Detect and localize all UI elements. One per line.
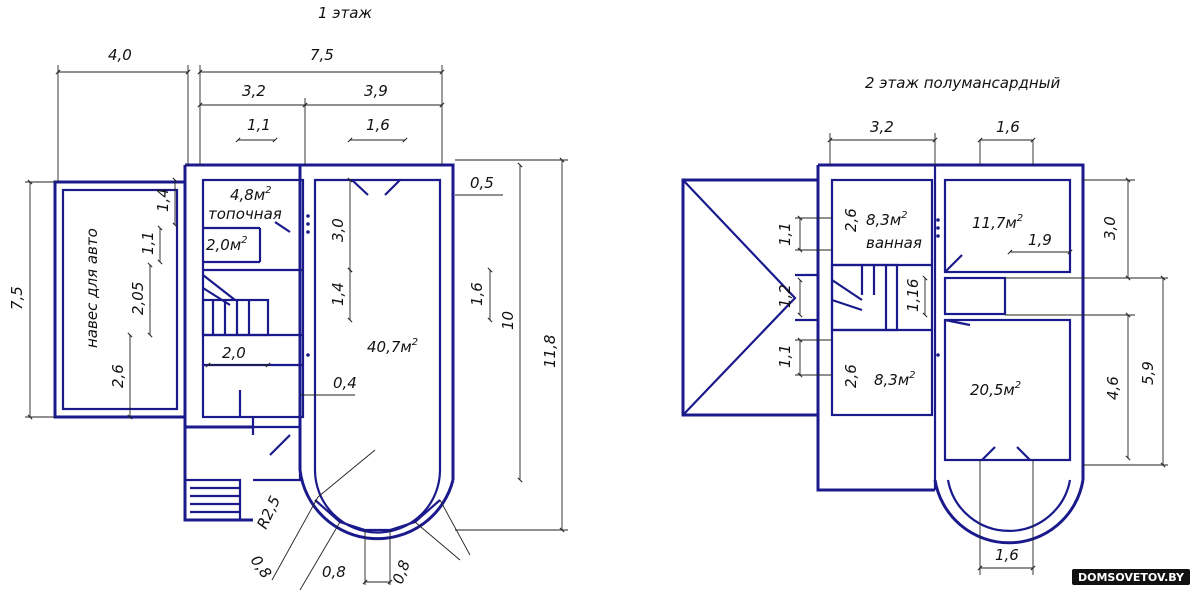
- dim-10: 10: [499, 311, 517, 330]
- bath-name: ванная: [866, 234, 922, 252]
- bath-area: 8,3м2: [866, 210, 908, 229]
- dim2-1-9: 1,9: [1028, 231, 1052, 249]
- pantry-area: 4,8м2: [230, 185, 272, 204]
- room3-area: 11,7м2: [972, 213, 1023, 232]
- dim2-1-1-b: 1,1: [776, 344, 794, 368]
- dim2-5-9: 5,9: [1139, 361, 1157, 385]
- dim-1-6-right: 1,6: [468, 282, 486, 306]
- dim-r2-5: R2,5: [253, 493, 284, 532]
- dim-2-6: 2,6: [109, 364, 127, 388]
- dim-2-0: 2,0: [222, 344, 246, 362]
- dim2-2-6-a: 2,6: [842, 208, 860, 232]
- dim-0-8-a: 0,8: [247, 552, 275, 582]
- dim2-1-6-bottom: 1,6: [995, 546, 1019, 564]
- floor1-title: 1 этаж: [318, 4, 372, 22]
- floor2-dimensions: [795, 133, 1168, 575]
- watermark: DOMSOVETOV.BY: [1072, 569, 1190, 585]
- dim-0-5: 0,5: [470, 174, 494, 192]
- main-room-area: 40,7м2: [367, 337, 418, 356]
- dim-7-5-left: 7,5: [8, 286, 26, 310]
- dim-0-8-b: 0,8: [322, 563, 346, 581]
- dim-4-0: 4,0: [108, 46, 132, 64]
- small-room-area: 2,0м2: [206, 235, 248, 254]
- dim2-4-6: 4,6: [1104, 376, 1122, 400]
- dim-11-8: 11,8: [541, 335, 559, 368]
- room2-area: 8,3м2: [874, 370, 916, 389]
- dim-2-05: 2,05: [129, 282, 147, 315]
- dim-3-9: 3,9: [364, 82, 388, 100]
- pantry-name: топочная: [208, 205, 282, 223]
- dim-3-2: 3,2: [242, 82, 266, 100]
- dim-1-1-top: 1,1: [247, 116, 271, 134]
- floor1-room-labels: 4,8м2 топочная 2,0м2 40,7м2: [206, 185, 418, 356]
- dim-7-5-top: 7,5: [310, 46, 334, 64]
- dim-0-4: 0,4: [333, 374, 357, 392]
- dim-1-4-left: 1,4: [154, 188, 172, 212]
- watermark-text: DOMSOVETOV.BY: [1078, 571, 1185, 584]
- dim2-1-1-a: 1,1: [776, 222, 794, 246]
- floor2-plan: 2 этаж полумансардный: [681, 74, 1168, 575]
- carport-inner: [61, 188, 179, 411]
- dim2-3-0: 3,0: [1101, 216, 1119, 240]
- dim2-2-6-b: 2,6: [842, 364, 860, 388]
- floor1-dimensions: [25, 65, 568, 591]
- dim2-1-6-top: 1,6: [996, 118, 1020, 136]
- dim2-3-2: 3,2: [870, 118, 894, 136]
- floor1-plan: 1 этаж навес для авто: [8, 4, 568, 591]
- dim-1-6-top: 1,6: [366, 116, 390, 134]
- floor2-walls: [816, 163, 1085, 545]
- dim-1-1-left: 1,1: [139, 231, 157, 255]
- dim-0-8-c: 0,8: [389, 558, 414, 587]
- floor2-title: 2 этаж полумансардный: [865, 74, 1061, 92]
- floor1-dimension-labels: 4,0 7,5 3,2 3,9 1,1 1,6 0,5 7,5 1,4 1,1 …: [8, 46, 559, 586]
- floor1-walls: [183, 163, 455, 541]
- dim-3-0: 3,0: [329, 218, 347, 242]
- room4-area: 20,5м2: [970, 380, 1021, 399]
- carport-label: навес для авто: [83, 228, 101, 348]
- floor2-room-labels: 8,3м2 ванная 8,3м2 11,7м2 20,5м2: [866, 210, 1023, 399]
- dim2-1-2: 1,2: [776, 284, 794, 308]
- dim2-1-16: 1,16: [904, 279, 922, 312]
- floor2-dimension-labels: 3,2 1,6 3,0 1,9 1,1 1,2 1,1 1,16 2,6 2,6…: [776, 118, 1157, 564]
- roof-outline: [681, 178, 820, 417]
- dim-1-4-mid: 1,4: [329, 282, 347, 306]
